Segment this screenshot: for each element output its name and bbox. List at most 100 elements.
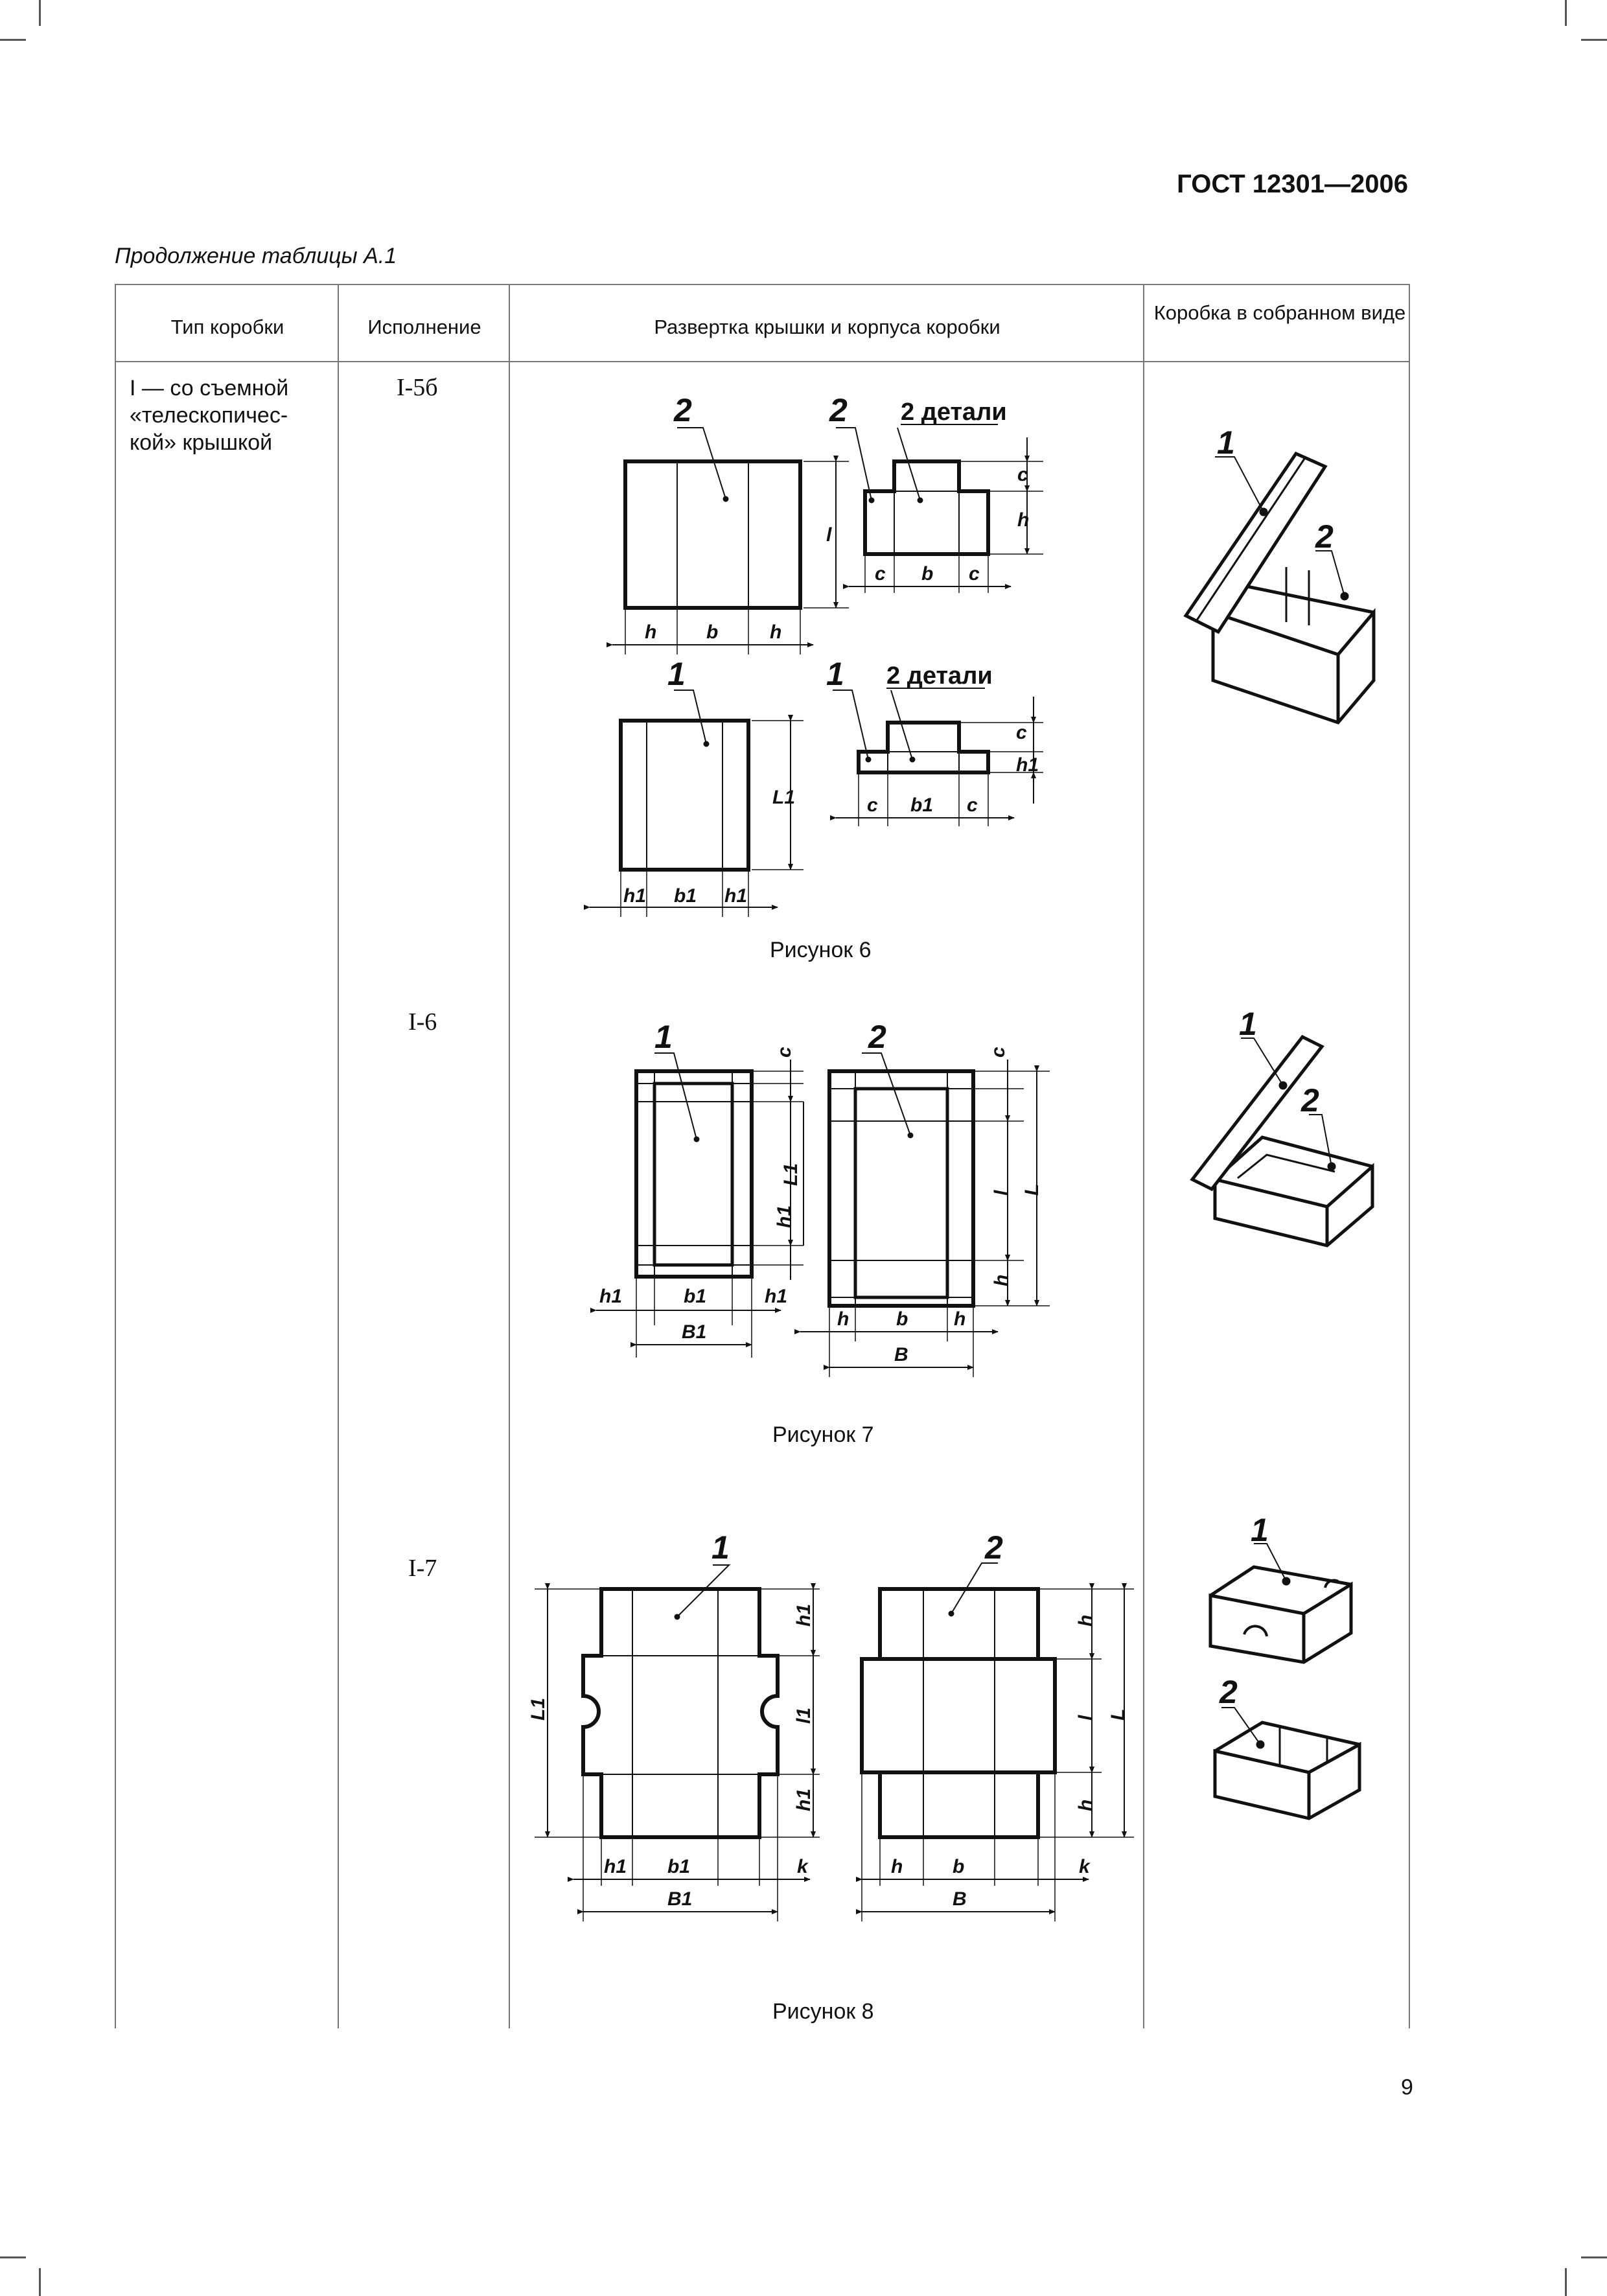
part-label: 2 (868, 1019, 886, 1055)
column-header-development: Развертка крышки и корпуса коробки (654, 316, 1000, 338)
part-label: 1 (654, 1019, 673, 1055)
figure-caption: Рисунок 8 (772, 1999, 874, 2024)
variant-code-i7: I-7 (408, 1555, 437, 1582)
table (115, 284, 1410, 2028)
column-header-type: Тип коробки (170, 316, 284, 338)
box-type-line: кой» крышкой (130, 430, 273, 455)
crop-mark (1581, 2256, 1607, 2258)
dim-label: h (1075, 1615, 1096, 1627)
dim-label: k (797, 1856, 809, 1877)
dim-label: B1 (682, 1321, 706, 1343)
dim-label: h1 (623, 885, 646, 907)
body-development (623, 459, 802, 610)
dim-label: B (953, 1888, 967, 1910)
figure-7 (590, 1052, 1050, 1377)
dim-label: b1 (667, 1856, 690, 1877)
dim-label: c (774, 1047, 795, 1058)
assembled-box-i5b (1183, 451, 1376, 725)
dim-label: c (1017, 464, 1028, 485)
lid-development (581, 1587, 780, 1839)
dim-label: h (770, 621, 781, 643)
dim-label: c (988, 1047, 1009, 1058)
dim-label: h1 (793, 1604, 815, 1627)
dim-label: k (1079, 1856, 1091, 1877)
dim-label: h1 (724, 885, 747, 907)
dim-label: c (1016, 722, 1027, 743)
dim-label: c (969, 563, 980, 585)
part-label: 1 (1217, 424, 1235, 461)
page-number: 9 (1401, 2075, 1413, 2100)
parts-note: 2 детали (886, 662, 993, 690)
dim-label: h1 (604, 1856, 627, 1877)
lid-development (619, 719, 750, 872)
crop-mark (1565, 0, 1567, 26)
dim-label: l (991, 1190, 1012, 1196)
body-development (827, 1069, 975, 1308)
variant-code-i5b: I-5б (397, 374, 438, 401)
lid-development (634, 1069, 754, 1279)
dim-label: h1 (774, 1205, 795, 1228)
lid-side-development (857, 721, 990, 774)
dim-label: B1 (667, 1888, 692, 1910)
part-label: 1 (667, 656, 686, 692)
dim-label: b (896, 1308, 908, 1330)
column-header-assembled: Коробка в собранном виде (1153, 301, 1406, 324)
dim-label: b (706, 621, 718, 643)
table-caption: Продолжение таблицы А.1 (115, 244, 397, 268)
body-development (860, 1657, 1057, 1774)
dim-label: h1 (1016, 754, 1039, 776)
body-side-development (863, 459, 990, 556)
box-type-line: «телескопичес- (130, 403, 288, 428)
crop-mark (39, 2268, 41, 2296)
dim-label: h (1075, 1800, 1096, 1811)
part-label: 1 (1251, 1512, 1269, 1548)
dim-label: L (1107, 1709, 1129, 1721)
dim-label: b (921, 563, 933, 585)
dim-label: h1 (765, 1286, 787, 1307)
assembled-box-i6 (1190, 1034, 1374, 1247)
part-label: 2 (829, 392, 848, 428)
crop-mark (1581, 39, 1607, 41)
dim-label: h (991, 1275, 1012, 1286)
dim-label: b (953, 1856, 964, 1877)
crop-mark (1565, 2268, 1567, 2296)
dim-label: h1 (793, 1789, 815, 1811)
parts-note: 2 детали (901, 399, 1007, 426)
dim-label: L1 (772, 787, 795, 808)
dim-label: B (894, 1344, 908, 1365)
dim-label: b1 (910, 794, 933, 816)
variant-code-i6: I-6 (408, 1008, 437, 1036)
dim-label: L (1021, 1184, 1043, 1196)
dim-label: b1 (674, 885, 697, 907)
figure-8 (535, 1562, 1134, 1921)
dim-label: h (645, 621, 656, 643)
figure-caption: Рисунок 7 (772, 1422, 874, 1447)
dim-label: c (967, 794, 978, 816)
dim-label: h (891, 1856, 903, 1877)
dim-label: h (954, 1308, 965, 1330)
part-label: 1 (711, 1529, 730, 1566)
box-type-line: I — со съемной (130, 376, 289, 400)
column-header-variant: Исполнение (367, 316, 481, 338)
table-grid (115, 284, 1410, 2028)
dim-label: b1 (684, 1286, 706, 1307)
standard-number: ГОСТ 12301—2006 (1177, 170, 1408, 198)
part-label: 2 (1301, 1082, 1319, 1119)
dim-label: l (1075, 1715, 1096, 1721)
part-label: 1 (1239, 1006, 1257, 1042)
dim-label: L1 (527, 1698, 549, 1721)
dim-label: h (1017, 509, 1029, 531)
dim-label: c (867, 794, 878, 816)
assembled-box-i7 (1208, 1543, 1361, 1820)
part-label: 2 (673, 392, 692, 428)
dim-label: h1 (599, 1286, 622, 1307)
figure-6 (584, 424, 1043, 917)
dim-label: l1 (793, 1708, 815, 1724)
part-label: 1 (826, 656, 844, 692)
crop-mark (0, 2256, 26, 2258)
dim-label: L1 (780, 1163, 802, 1186)
part-label: 2 (1219, 1674, 1238, 1710)
crop-mark (39, 0, 41, 26)
crop-mark (0, 39, 26, 41)
